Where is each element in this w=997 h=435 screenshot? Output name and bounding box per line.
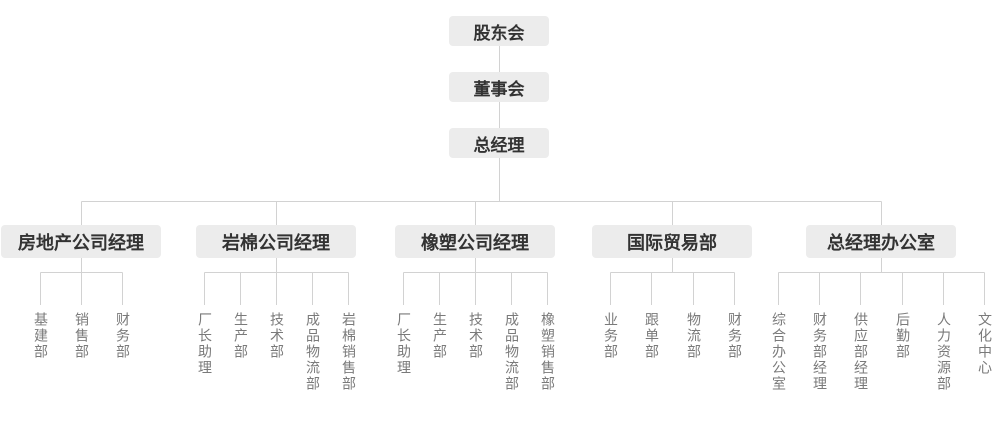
org-node-rockwool-manager: 岩棉公司经理 <box>196 225 356 258</box>
org-leaf: 厂长助理 <box>196 312 212 376</box>
org-node-shareholders: 股东会 <box>449 16 549 46</box>
org-leaf: 成品物流部 <box>503 312 519 392</box>
org-node-realestate-manager: 房地产公司经理 <box>1 225 161 258</box>
org-leaf: 财务部 <box>726 312 742 360</box>
org-leaf: 供应部经理 <box>852 312 868 392</box>
org-node-rubber-manager: 橡塑公司经理 <box>395 225 555 258</box>
org-leaf: 文化中心 <box>976 312 992 376</box>
org-node-general-manager: 总经理 <box>449 128 549 158</box>
org-leaf: 岩棉销售部 <box>340 312 356 392</box>
org-leaf: 物流部 <box>685 312 701 360</box>
org-leaf: 基建部 <box>32 312 48 360</box>
org-leaf: 厂长助理 <box>395 312 411 376</box>
org-leaf: 人力资源部 <box>935 312 951 392</box>
org-leaf: 跟单部 <box>643 312 659 360</box>
org-leaf: 生产部 <box>232 312 248 360</box>
org-node-gm-office: 总经理办公室 <box>806 225 956 258</box>
org-leaf: 橡塑销售部 <box>539 312 555 392</box>
org-leaf: 财务部 <box>114 312 130 360</box>
org-leaf: 后勤部 <box>894 312 910 360</box>
org-leaf: 财务部经理 <box>811 312 827 392</box>
org-leaf: 技术部 <box>467 312 483 360</box>
org-leaf: 综合办公室 <box>770 312 786 392</box>
org-node-intl-trade: 国际贸易部 <box>592 225 752 258</box>
org-leaf: 技术部 <box>268 312 284 360</box>
org-leaf: 业务部 <box>602 312 618 360</box>
org-leaf: 成品物流部 <box>304 312 320 392</box>
org-node-board: 董事会 <box>449 72 549 102</box>
org-leaf: 销售部 <box>73 312 89 360</box>
org-leaf: 生产部 <box>431 312 447 360</box>
